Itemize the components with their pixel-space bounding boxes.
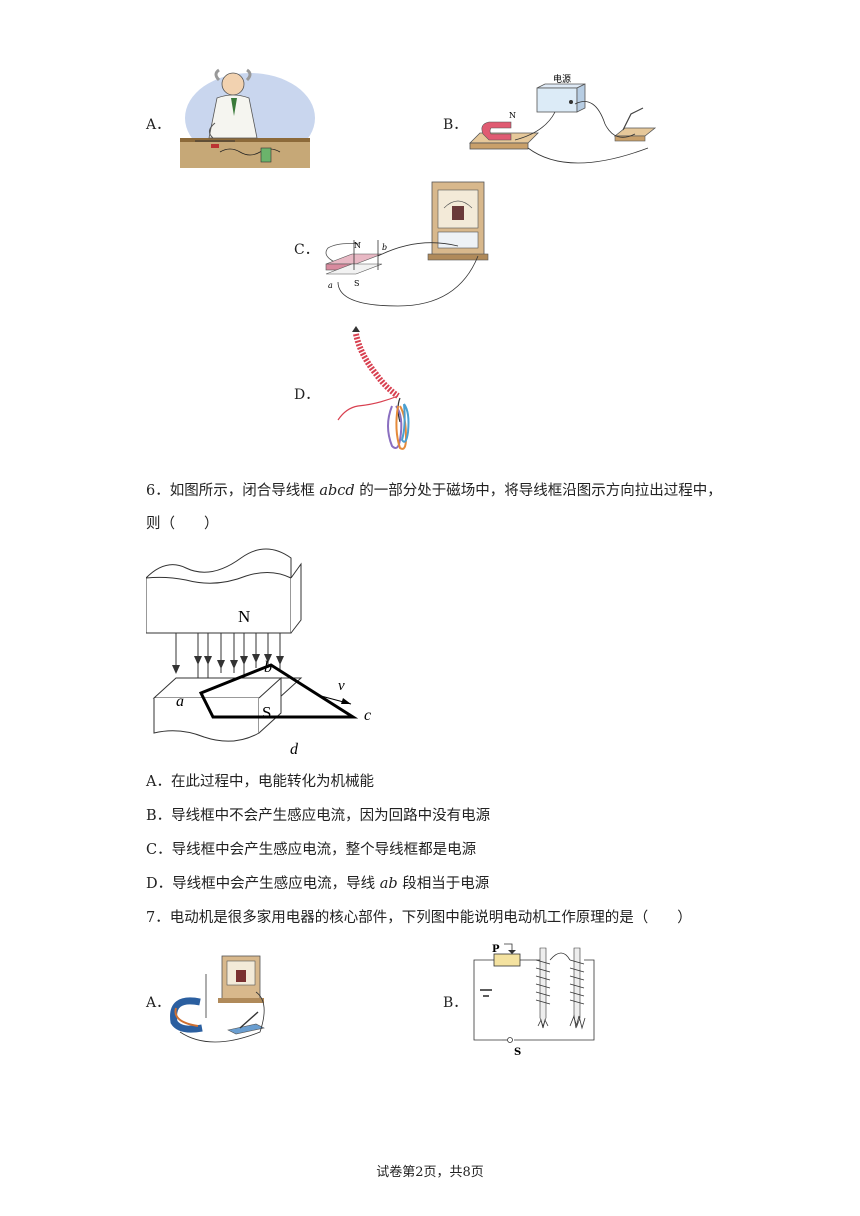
option-c-label: C． [294, 242, 319, 258]
rheostat-p-label: P [492, 944, 500, 955]
scientist-experiment-figure [180, 68, 315, 168]
q6-option-a: A．在此过程中，电能转化为机械能 [146, 774, 374, 790]
wire-b-label: b [382, 243, 387, 252]
option-d-label: D． [294, 387, 320, 403]
q6-option-c: C．导线框中会产生感应电流，整个导线框都是电源 [146, 842, 477, 858]
galvanometer-circuit-figure: N S a b [325, 181, 489, 307]
q7-option-a-label: A． [146, 995, 171, 1011]
corner-a-label: a [176, 693, 184, 710]
electromagnet-nails-circuit-figure: P S [473, 943, 595, 1058]
q7-stem: 7．电动机是很多家用电器的核心部件，下列图中能说明电动机工作原理的是（ ） [146, 910, 692, 926]
q6-stem: 6．如图所示，闭合导线框 abcd 的一部分处于磁场中，将导线框沿图示方向拉出过… [146, 483, 722, 499]
corner-c-label: c [364, 707, 371, 724]
power-supply-label: 电源 [553, 73, 571, 85]
page-footer: 试卷第2页，共8页 [376, 1165, 484, 1180]
magnet-n-label: N [509, 111, 516, 120]
option-b-label: B． [443, 117, 468, 133]
power-supply-circuit-figure: 电源 N [469, 73, 657, 164]
q6-option-d: D．导线框中会产生感应电流，导线 ab 段相当于电源 [146, 876, 490, 892]
corner-d-label: d [290, 741, 299, 758]
velocity-v-label: v [338, 678, 345, 694]
pole-s-label: S [262, 703, 271, 722]
option-a-label: A． [146, 117, 171, 133]
pole-n-label: N [238, 607, 250, 626]
galvanometer-switch-figure [170, 955, 265, 1043]
q6-stem-line2: 则（ ） [146, 516, 219, 532]
magnetic-field-wire-frame-figure: N S a b c d v [146, 548, 371, 758]
switch-s-label: S [514, 1047, 521, 1058]
magnet-s-label: S [354, 279, 359, 288]
corner-b-label: b [264, 659, 272, 676]
q7-option-b-label: B． [443, 995, 468, 1011]
magnet-n-label: N [354, 241, 361, 250]
electromagnet-coil-figure [337, 326, 410, 450]
q6-option-b: B．导线框中不会产生感应电流，因为回路中没有电源 [146, 808, 491, 824]
wire-a-label: a [328, 281, 333, 290]
